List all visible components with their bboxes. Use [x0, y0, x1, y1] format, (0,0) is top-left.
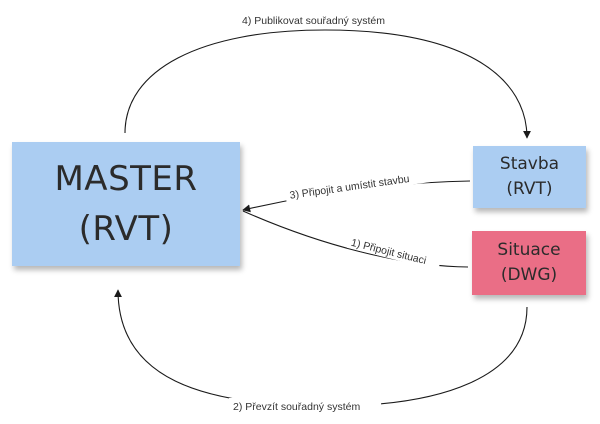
- label-step4: 4) Publikovat souřadný systém: [242, 15, 385, 27]
- stavba-title: Stavba: [499, 154, 560, 174]
- stavba-subtitle: (RVT): [506, 179, 553, 199]
- situace-subtitle: (DWG): [500, 265, 558, 285]
- arrow-attach-site: [242, 210, 469, 268]
- master-title: MASTER: [54, 159, 198, 199]
- situace-title: Situace: [497, 240, 561, 260]
- arrow-acquire-coordinates: [114, 289, 528, 407]
- arrow-publish-coordinates: [124, 29, 531, 139]
- stavba-rvt-note: Stavba (RVT): [473, 146, 586, 208]
- label-step2: 2) Převzít souřadný systém: [233, 401, 360, 413]
- master-subtitle: (RVT): [78, 209, 174, 249]
- situace-dwg-note: Situace (DWG): [472, 231, 586, 295]
- label-step3: 3) Připojit a umístit stavbu: [289, 173, 410, 202]
- master-rvt-note: MASTER (RVT): [12, 142, 240, 266]
